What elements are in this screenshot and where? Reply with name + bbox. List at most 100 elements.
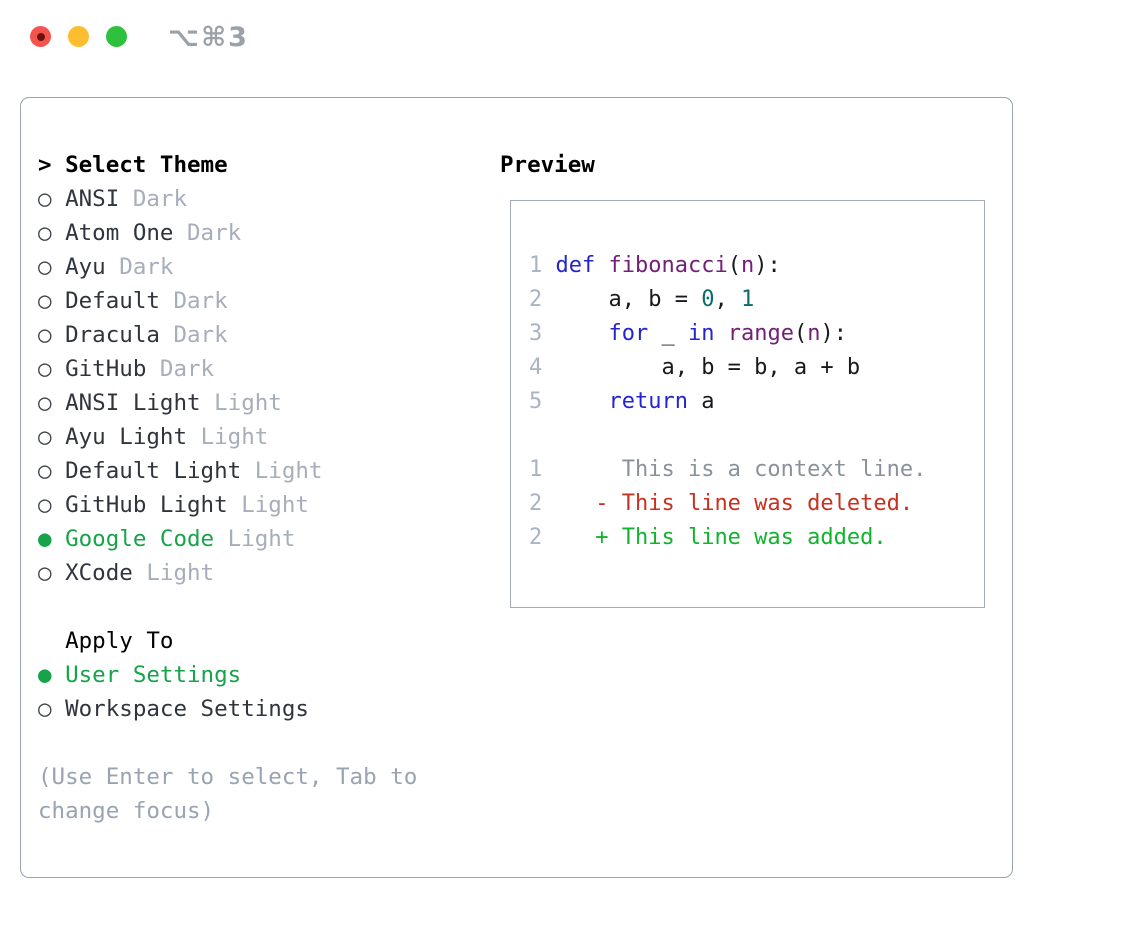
theme-option[interactable]: ○ Ayu Light Light — [38, 420, 322, 454]
radio-selected-icon: ● — [38, 526, 52, 552]
theme-variant: Dark — [187, 220, 242, 246]
diff-text: - This line was deleted. — [555, 491, 914, 516]
hint-line-2: change focus) — [38, 798, 215, 824]
radio-unselected-icon: ○ — [38, 458, 52, 484]
select-theme-title: Select Theme — [65, 152, 228, 178]
theme-option[interactable]: ○ Atom One Dark — [38, 216, 322, 250]
apply-to-label: User Settings — [65, 662, 242, 688]
hint-line-1: (Use Enter to select, Tab to — [38, 764, 418, 790]
code-token — [595, 253, 608, 278]
code-token — [714, 321, 727, 346]
radio-unselected-icon: ○ — [38, 390, 52, 416]
select-theme-header: > Select Theme — [38, 148, 322, 182]
theme-name: Google Code — [65, 526, 215, 552]
line-number: 1 — [529, 253, 556, 278]
radio-unselected-icon: ○ — [38, 356, 52, 382]
preview-code-line: 2 a, b = 0, 1 — [529, 283, 984, 317]
code-token: , — [714, 287, 741, 312]
theme-name: Default — [65, 288, 160, 314]
line-number: 1 — [529, 457, 556, 482]
diff-text: This is a context line. — [555, 457, 927, 482]
code-token — [556, 321, 609, 346]
code-token: range — [727, 321, 794, 346]
radio-selected-icon: ● — [38, 662, 52, 688]
apply-to-list: ● User Settings○ Workspace Settings — [38, 658, 309, 726]
close-button[interactable] — [30, 26, 51, 47]
preview-title: Preview — [500, 152, 595, 178]
theme-option[interactable]: ○ ANSI Light Light — [38, 386, 322, 420]
theme-option[interactable]: ○ Default Light Light — [38, 454, 322, 488]
theme-name: Dracula — [65, 322, 160, 348]
code-token: ): — [820, 321, 847, 346]
preview-code-line: 3 for _ in range(n): — [529, 317, 984, 351]
theme-variant: Light — [241, 492, 309, 518]
prompt-caret-icon: > — [38, 152, 52, 178]
radio-unselected-icon: ○ — [38, 560, 52, 586]
theme-variant: Dark — [119, 254, 174, 280]
theme-name: GitHub Light — [65, 492, 228, 518]
theme-variant: Light — [254, 458, 323, 484]
theme-variant: Light — [146, 560, 215, 586]
minimize-button[interactable] — [68, 26, 89, 47]
preview-diff-line: 1 This is a context line. — [529, 453, 984, 487]
radio-unselected-icon: ○ — [38, 696, 52, 722]
apply-to-title: Apply To — [65, 628, 174, 654]
radio-unselected-icon: ○ — [38, 492, 52, 518]
code-token: def — [555, 253, 596, 278]
theme-option[interactable]: ○ GitHub Dark — [38, 352, 322, 386]
radio-unselected-icon: ○ — [38, 322, 52, 348]
code-token: n — [807, 321, 821, 346]
theme-variant: Light — [227, 526, 296, 552]
preview-code-line: 5 return a — [529, 385, 984, 419]
radio-unselected-icon: ○ — [38, 254, 52, 280]
line-number: 2 — [529, 491, 556, 516]
theme-name: Default Light — [65, 458, 242, 484]
preview-diff-line: 2 + This line was added. — [529, 521, 984, 555]
preview-blank-line — [529, 419, 984, 453]
theme-name: ANSI — [65, 186, 120, 212]
theme-variant: Dark — [173, 288, 228, 314]
theme-option[interactable]: ● Google Code Light — [38, 522, 322, 556]
code-token: a, b = b, a + b — [555, 355, 861, 380]
preview-diff-line: 2 - This line was deleted. — [529, 487, 984, 521]
theme-option[interactable]: ○ ANSI Dark — [38, 182, 322, 216]
theme-name: GitHub — [65, 356, 147, 382]
code-token: return — [608, 389, 688, 414]
radio-unselected-icon: ○ — [38, 424, 52, 450]
theme-name: XCode — [65, 560, 133, 586]
theme-variant: Dark — [159, 356, 215, 382]
titlebar: ⌥⌘3 — [0, 0, 1140, 75]
theme-name: Ayu Light — [65, 424, 188, 450]
code-token: 1 — [740, 287, 755, 312]
apply-to-option[interactable]: ● User Settings — [38, 658, 309, 692]
code-token: for — [608, 321, 649, 346]
theme-option[interactable]: ○ Ayu Dark — [38, 250, 322, 284]
theme-option[interactable]: ○ Dracula Dark — [38, 318, 322, 352]
line-number: 5 — [529, 389, 556, 414]
apply-to-section: Apply To ● User Settings○ Workspace Sett… — [38, 624, 309, 726]
code-token: ( — [727, 253, 741, 278]
theme-option[interactable]: ○ GitHub Light Light — [38, 488, 322, 522]
line-number: 2 — [529, 287, 556, 312]
code-token: in — [687, 321, 715, 346]
code-token: 0 — [701, 287, 715, 312]
apply-to-option[interactable]: ○ Workspace Settings — [38, 692, 309, 726]
line-number: 4 — [529, 355, 556, 380]
close-dot-icon — [36, 32, 45, 41]
code-token: n — [740, 253, 755, 278]
theme-variant: Dark — [132, 186, 188, 212]
theme-variant: Dark — [173, 322, 228, 348]
radio-unselected-icon: ○ — [38, 186, 52, 212]
theme-option[interactable]: ○ XCode Light — [38, 556, 322, 590]
line-number: 3 — [529, 321, 556, 346]
line-number: 2 — [529, 525, 556, 550]
theme-name: Ayu — [65, 254, 106, 280]
code-token: fibonacci — [608, 253, 728, 278]
code-token — [556, 389, 609, 414]
keyboard-hint: (Use Enter to select, Tab to change focu… — [38, 760, 417, 828]
theme-option[interactable]: ○ Default Dark — [38, 284, 322, 318]
code-token: ): — [754, 253, 781, 278]
zoom-button[interactable] — [106, 26, 127, 47]
